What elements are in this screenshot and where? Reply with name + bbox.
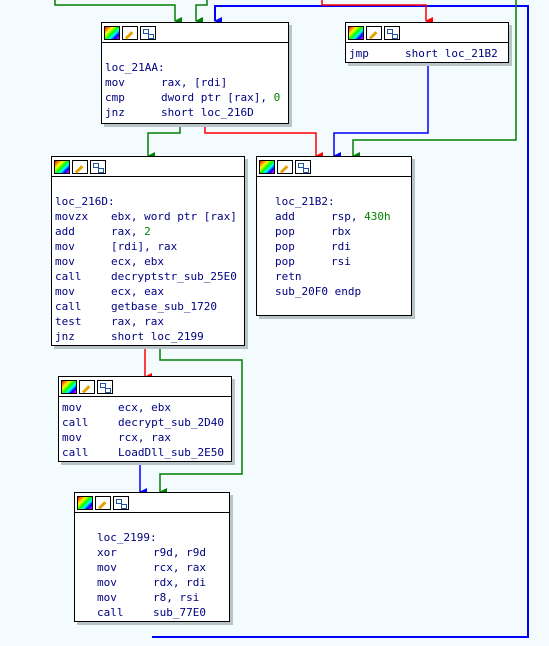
rename-pencil-icon[interactable] (122, 25, 138, 40)
edge-top-green-1 (54, 0, 182, 25)
edge-21AA-true (147, 124, 181, 160)
color-palette-icon[interactable] (348, 25, 364, 40)
block-header (102, 23, 288, 43)
rename-pencil-icon[interactable] (79, 379, 95, 394)
instruction-line: retn (275, 270, 302, 283)
rename-pencil-icon[interactable] (277, 159, 293, 174)
instruction-line: mov[rdi], rax (55, 240, 178, 253)
graph-view-icon[interactable] (97, 379, 113, 394)
color-palette-icon[interactable] (77, 495, 93, 510)
graph-view-icon[interactable] (113, 495, 129, 510)
edge-21AA-false (204, 124, 323, 160)
rename-pencil-icon[interactable] (366, 25, 382, 40)
edge-top-red (321, 0, 433, 25)
color-palette-icon[interactable] (259, 159, 275, 174)
block-header (75, 493, 229, 513)
block-label: loc_216D: (55, 195, 115, 208)
color-palette-icon[interactable] (54, 159, 70, 174)
graph-view-icon[interactable] (295, 159, 311, 174)
edge-jmp-to-21B2 (333, 63, 429, 160)
rename-pencil-icon[interactable] (72, 159, 88, 174)
edge-right-green (352, 0, 517, 160)
block-label: loc_21B2: (275, 195, 335, 208)
graph-view-icon[interactable] (140, 25, 156, 40)
edge-top-green-2 (195, 0, 208, 25)
color-palette-icon[interactable] (104, 25, 120, 40)
rename-pencil-icon[interactable] (95, 495, 111, 510)
block-label: loc_2199: (97, 531, 157, 544)
block-header (346, 23, 508, 43)
edge-top-blue-loop (152, 5, 529, 638)
color-palette-icon[interactable] (61, 379, 77, 394)
block-label: loc_21AA: (105, 61, 165, 74)
block-header (52, 157, 244, 177)
graph-view-icon[interactable] (90, 159, 106, 174)
instruction-line: sub_20F0 endp (275, 285, 362, 298)
block-header (59, 377, 231, 397)
graph-view-icon[interactable] (384, 25, 400, 40)
block-header (257, 157, 411, 177)
edge-216D-true (159, 346, 243, 496)
